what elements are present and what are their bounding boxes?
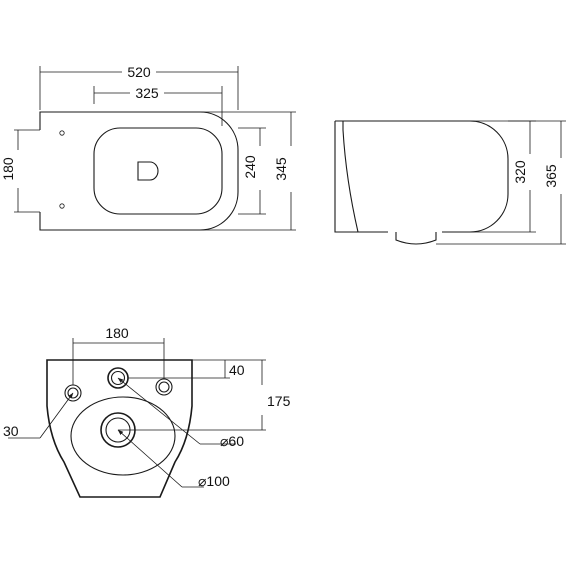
dim-height-overall: 365 bbox=[543, 164, 559, 188]
rear-bowl-opening bbox=[70, 396, 176, 476]
dim-length-bowl: 325 bbox=[135, 85, 159, 101]
top-view-outline bbox=[39, 111, 239, 231]
top-view: 520 325 180 240 345 bbox=[0, 64, 296, 231]
bowl-opening bbox=[93, 127, 223, 215]
dim-bolt-diameter: 30 bbox=[3, 423, 19, 439]
dim-outlet-diameter: ⌀100 bbox=[198, 473, 230, 489]
dim-inlet-offset: 40 bbox=[229, 362, 245, 378]
dim-bolt-spacing: 180 bbox=[105, 325, 129, 341]
dim-height-body: 320 bbox=[512, 160, 528, 184]
fixing-hole-top bbox=[59, 130, 65, 136]
dim-outlet-height: 175 bbox=[267, 393, 291, 409]
outlet-spigot bbox=[395, 232, 437, 245]
side-view-outline bbox=[334, 121, 388, 233]
side-view-inner-edge bbox=[342, 121, 359, 233]
dim-width-overall: 345 bbox=[273, 157, 289, 181]
dim-width-bowl: 240 bbox=[242, 155, 258, 179]
dim-length-overall: 520 bbox=[127, 64, 151, 80]
side-view: 320 365 bbox=[334, 120, 566, 245]
bolt-hole-right bbox=[155, 378, 173, 396]
rear-view: 180 40 175 30 ⌀60 ⌀100 bbox=[3, 325, 291, 498]
flush-outlet bbox=[137, 161, 159, 181]
dim-inlet-diameter: ⌀60 bbox=[220, 433, 244, 449]
dim-width-fixing: 180 bbox=[0, 157, 16, 181]
fixing-hole-bottom bbox=[59, 203, 65, 209]
